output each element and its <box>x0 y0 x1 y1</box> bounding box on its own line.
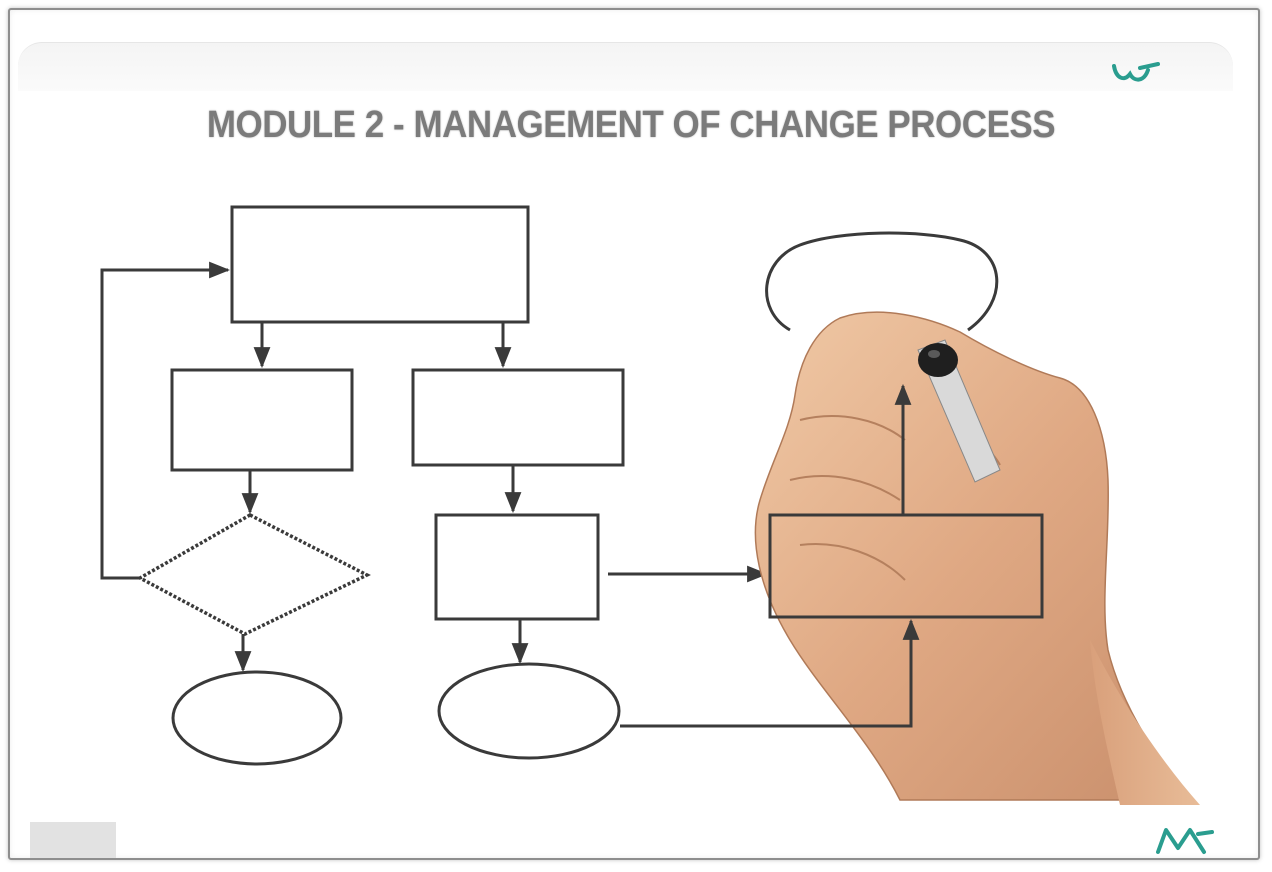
logo-icon <box>1156 828 1214 854</box>
hand-with-marker-image <box>754 311 1200 805</box>
flow-box-right <box>768 513 1044 619</box>
flow-box-top <box>230 205 530 324</box>
flow-box-lower-middle <box>434 513 600 621</box>
page-title: MODULE 2 - MANAGEMENT OF CHANGE PROCESS <box>206 104 1056 146</box>
connector-decision-loop-back <box>100 261 231 580</box>
flow-terminal-left <box>171 670 343 766</box>
flow-box-middle <box>411 368 625 467</box>
flow-box-left <box>170 368 354 472</box>
flow-terminal-top-right <box>765 231 999 332</box>
connector-terminal-to-right-box <box>620 618 920 728</box>
flow-decision-diamond <box>136 513 371 636</box>
slide-header-bar <box>18 42 1233 91</box>
logo-icon <box>1112 62 1160 82</box>
corner-placeholder <box>30 822 116 858</box>
flow-terminal-middle <box>437 662 621 760</box>
